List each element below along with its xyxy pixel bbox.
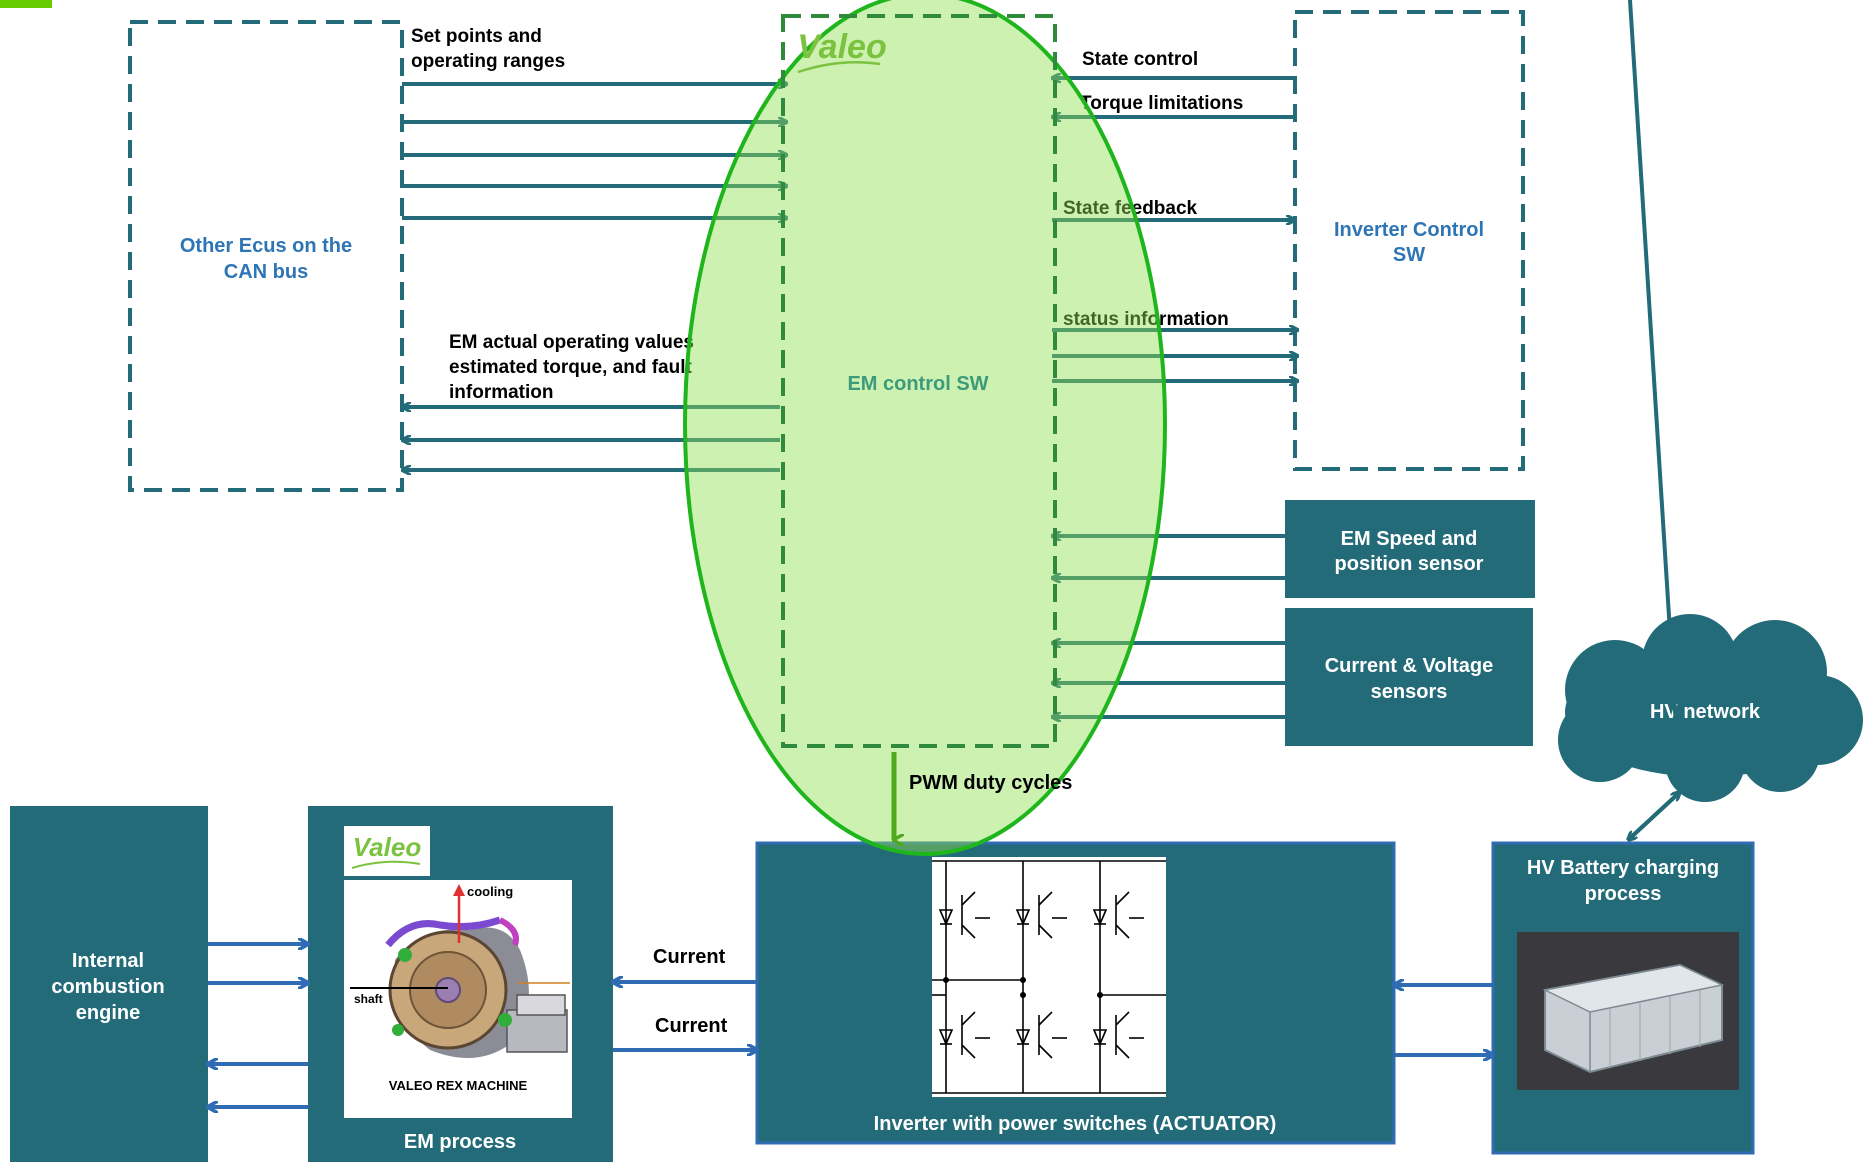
ice-label-2: combustion [51, 976, 164, 998]
outputs-label-1: EM actual operating values [449, 332, 694, 353]
speed-in-label: Speed [219, 913, 279, 935]
em-speed-sensor-label-2: position sensor [1335, 553, 1484, 575]
iv-in-label: I & V [1408, 954, 1453, 976]
cv-sensors-label-1: Current & Voltage [1325, 655, 1494, 677]
hv-battery-label-2: process [1585, 883, 1662, 905]
rex-machine-label: VALEO REX MACHINE [389, 1078, 528, 1093]
inverter-schematic [932, 857, 1166, 1097]
other-ecus-label-2: CAN bus [224, 261, 308, 283]
inverter-control-label-2: SW [1393, 244, 1425, 266]
inverter-label: Inverter with power switches (ACTUATOR) [874, 1113, 1277, 1135]
iv-arrows [1394, 985, 1493, 1055]
hv-network-label: HV network [1650, 701, 1761, 723]
em-speed-sensor-label-1: EM Speed and [1341, 528, 1478, 550]
iv-out-label: I & V [1408, 1060, 1453, 1082]
em-control-logo: Valeo [797, 28, 886, 66]
speed-out-label: Speed [219, 1023, 279, 1045]
inputs-label-1: Set points and [411, 26, 542, 47]
inverter-control-label-1: Inverter Control [1334, 219, 1484, 241]
torque-in-label: Torque [218, 959, 284, 981]
other-ecus-label-1: Other Ecus on the [180, 235, 352, 257]
em-process-label: EM process [404, 1131, 516, 1153]
cv-sensors-box [1285, 608, 1533, 746]
em-process-logo: Valeo [353, 832, 422, 862]
current-out-label: Current [653, 946, 726, 968]
hv-battery-label-1: HV Battery charging [1527, 857, 1719, 879]
inputs-label-2: operating ranges [411, 51, 565, 72]
outputs-label-3: information [449, 382, 554, 403]
em-control-highlight-ellipse [685, 0, 1165, 854]
shaft-label: shaft [354, 992, 383, 1006]
pwm-label: PWM duty cycles [909, 772, 1072, 794]
cooling-label: cooling [467, 884, 513, 899]
outputs-label-2: estimated torque, and fault [449, 357, 692, 378]
cv-sensors-label-2: sensors [1371, 681, 1448, 703]
torque-limitations-label: Torque limitations [1080, 93, 1243, 114]
em-control-label: EM control SW [847, 373, 988, 395]
torque-out-label: Torque [218, 1074, 284, 1096]
ice-label-1: Internal [72, 950, 144, 972]
corner-marker [0, 0, 52, 8]
state-control-label: State control [1082, 49, 1198, 70]
ice-label-3: engine [76, 1002, 140, 1024]
current-in-label: Current [655, 1015, 728, 1037]
